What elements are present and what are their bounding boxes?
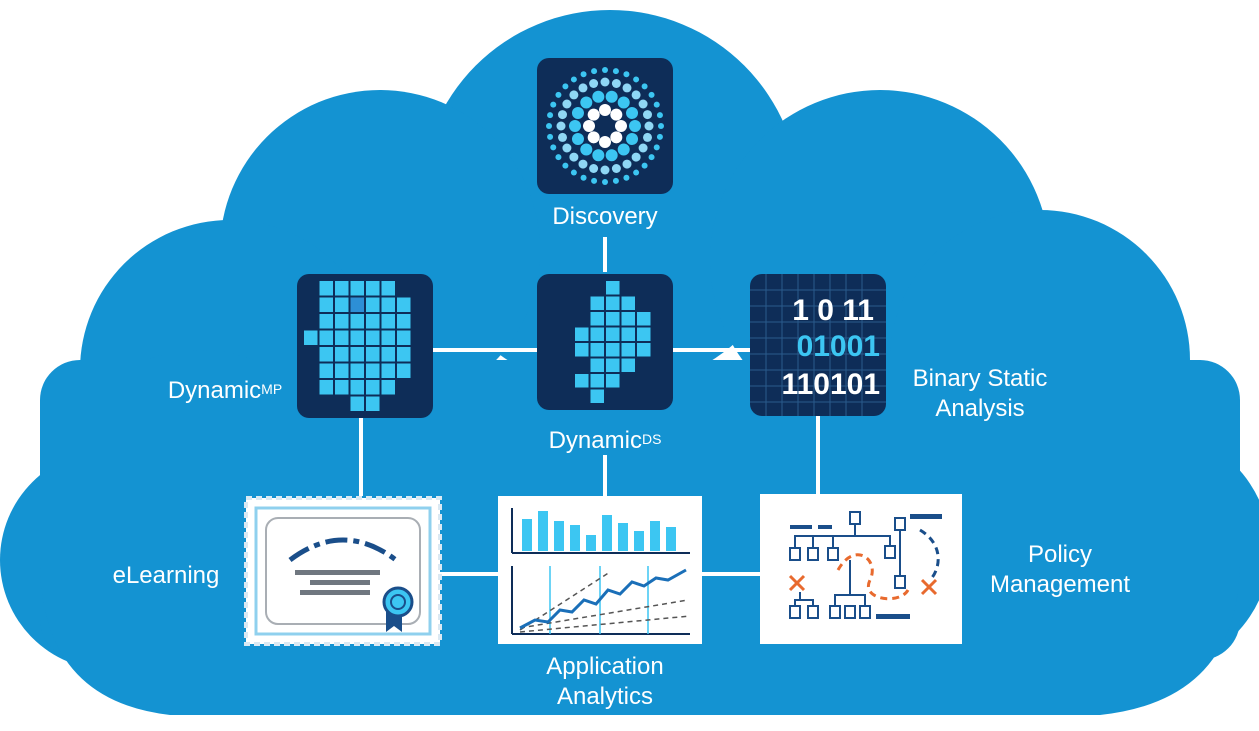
analytics-chart-icon	[498, 496, 702, 644]
certificate-icon	[244, 496, 442, 646]
discovery-label-text: Discovery	[552, 203, 658, 230]
connector-lines	[359, 237, 820, 576]
binary-static-label-line1: Binary Static	[912, 365, 1048, 392]
grid-icon	[537, 274, 673, 410]
binary-row-2: 01001	[797, 330, 880, 363]
grid-icon	[297, 274, 433, 418]
application-analytics-label: Application Analytics	[510, 652, 700, 712]
policy-management-label-line2: Management	[989, 571, 1131, 598]
dynamic-ds-sup: DS	[641, 431, 662, 447]
binary-row-3: 110101	[782, 368, 880, 401]
dynamic-mp-label: DynamicMP	[150, 376, 300, 406]
flowchart-icon	[760, 494, 962, 644]
binary-static-label-line2: Analysis	[935, 395, 1025, 422]
dynamic-mp-label-text: Dynamic	[167, 377, 262, 404]
binary-row-1: 1 0 11	[792, 294, 874, 327]
elearning-label-text: eLearning	[112, 562, 220, 589]
policy-management-label-line1: Policy	[1027, 541, 1093, 568]
policy-management-label: Policy Management	[975, 540, 1145, 600]
elearning-label: eLearning	[96, 561, 236, 591]
dynamic-mp-sup: MP	[261, 381, 283, 397]
application-analytics-label-line2: Analytics	[556, 683, 654, 710]
discovery-label: Discovery	[525, 202, 685, 232]
dynamic-ds-label: DynamicDS	[525, 426, 685, 456]
application-analytics-label-line1: Application	[546, 653, 664, 680]
binary-static-label: Binary Static Analysis	[895, 364, 1065, 424]
binary-code-icon: 1 0 11 01001 110101	[750, 274, 886, 416]
rings-icon	[537, 58, 673, 194]
dynamic-ds-label-text: Dynamic	[548, 427, 642, 454]
